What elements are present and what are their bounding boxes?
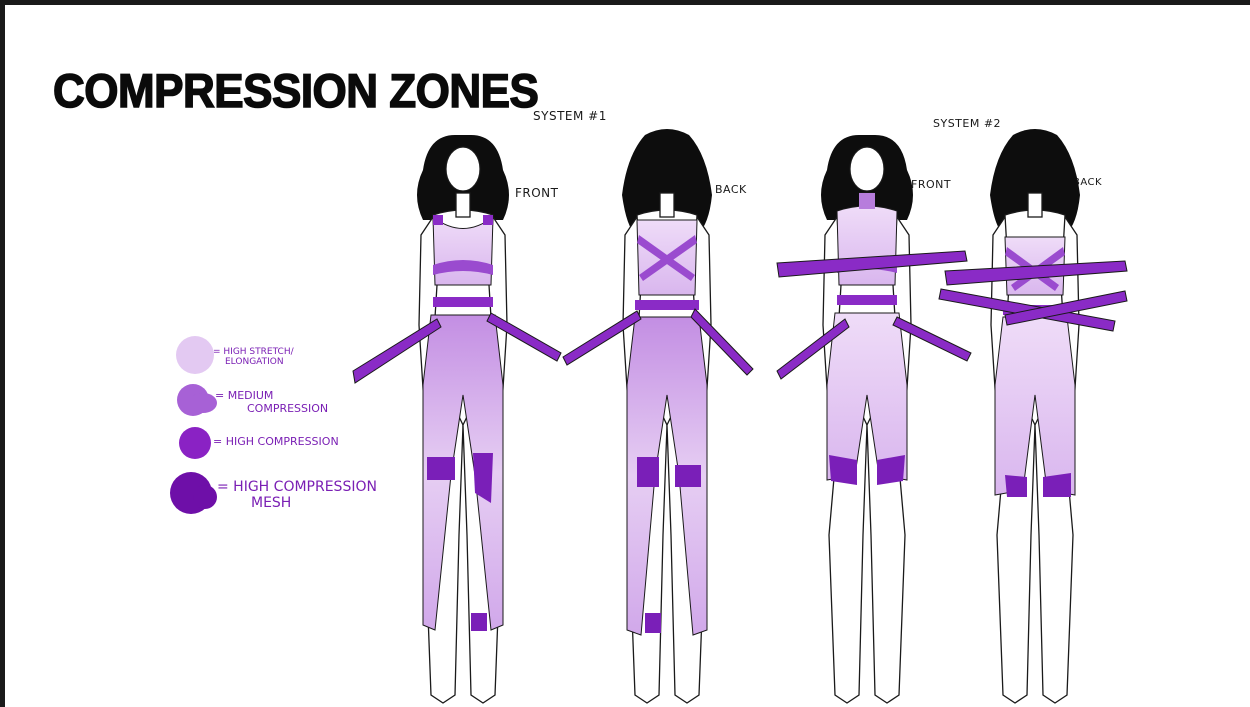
figures-illustration (5, 5, 1250, 707)
figure-system2-front (821, 135, 913, 703)
figure-system2-back (990, 129, 1080, 703)
figure-system1-front (417, 135, 509, 703)
figure-system1-back (622, 129, 712, 703)
